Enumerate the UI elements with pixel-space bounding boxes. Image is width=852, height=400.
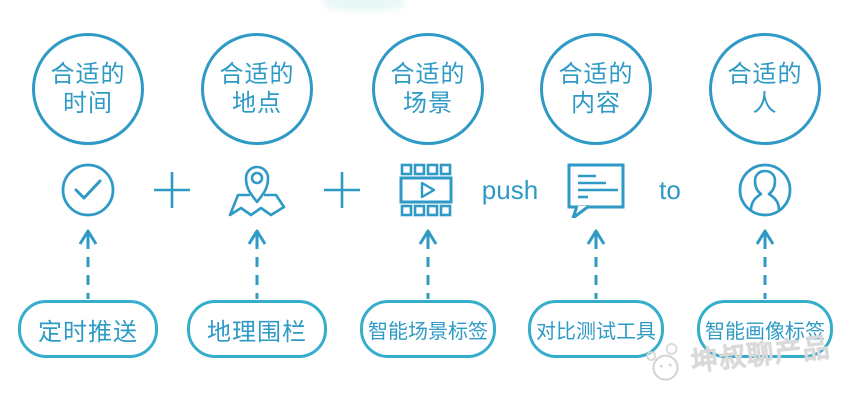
circle-text-line2: 人 — [752, 90, 778, 117]
film-video-icon — [398, 162, 458, 218]
capability-box-profile-tags: 智能画像标签 — [697, 300, 833, 358]
capability-box-geofence: 地理围栏 — [187, 300, 327, 358]
concept-circle-place: 合适的 地点 — [201, 33, 313, 145]
capability-label: 智能画像标签 — [705, 320, 825, 343]
map-pin-icon — [227, 162, 287, 218]
concept-circle-scene: 合适的 场景 — [372, 33, 484, 145]
up-arrow — [584, 227, 608, 299]
capability-box-timed-push: 定时推送 — [18, 300, 158, 358]
capability-label: 地理围栏 — [207, 318, 307, 346]
concept-circle-person: 合适的 人 — [709, 33, 821, 145]
to-label: to — [659, 175, 681, 205]
push-label: push — [481, 175, 539, 205]
circle-text-line2: 时间 — [63, 90, 113, 117]
capability-box-ab-test: 对比测试工具 — [528, 300, 664, 358]
clock-icon — [58, 162, 118, 218]
up-arrow — [753, 227, 777, 299]
capability-label: 智能场景标签 — [368, 320, 488, 343]
circle-text-line1: 合适的 — [219, 61, 295, 88]
capability-box-scene-tags: 智能场景标签 — [360, 300, 496, 358]
circle-text-line2: 场景 — [403, 90, 453, 117]
up-arrow — [76, 227, 100, 299]
circle-text-line1: 合适的 — [390, 61, 466, 88]
plus-icon — [152, 170, 192, 210]
watermark-text: 坤叔聊产品 — [689, 331, 832, 377]
concept-circle-content: 合适的 内容 — [540, 33, 652, 145]
capability-label: 定时推送 — [38, 318, 138, 346]
user-icon — [735, 162, 795, 218]
plus-icon — [322, 170, 362, 210]
up-arrow — [416, 227, 440, 299]
concept-circle-time: 合适的 时间 — [32, 33, 144, 145]
circle-text-line1: 合适的 — [558, 61, 634, 88]
circle-text-line1: 合适的 — [50, 61, 126, 88]
top-crop-artifact — [322, 0, 406, 12]
watermark-face-icon — [646, 343, 679, 381]
circle-text-line2: 地点 — [232, 90, 282, 117]
circle-text-line2: 内容 — [571, 90, 621, 117]
capability-label: 对比测试工具 — [536, 320, 656, 343]
message-icon — [566, 162, 626, 218]
up-arrow — [245, 227, 269, 299]
circle-text-line1: 合适的 — [727, 61, 803, 88]
watermark: 坤叔聊产品 — [640, 318, 852, 388]
